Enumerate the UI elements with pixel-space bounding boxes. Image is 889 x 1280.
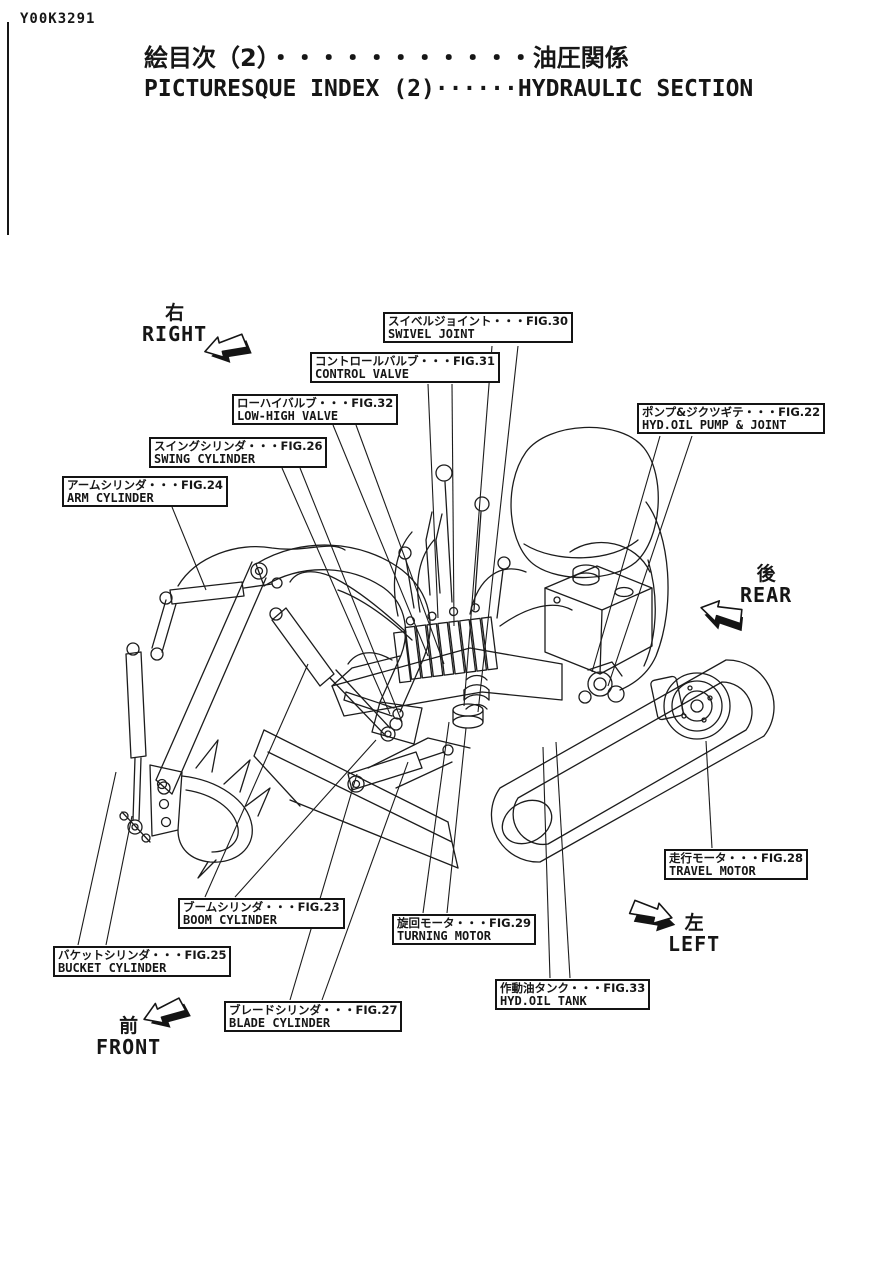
direction-left-jp: 左 [684, 912, 704, 934]
right-arrow-icon [204, 333, 252, 363]
direction-front-jp: 前 [119, 1015, 139, 1037]
callout-swing-cylinder-en: SWING CYLINDER [154, 452, 256, 466]
leader-control-valve [427, 383, 455, 627]
hydraulic-hoses [289, 531, 651, 665]
direction-left: 左 LEFT [668, 913, 720, 955]
callout-hyd-oil-pump-joint-en: HYD.OIL PUMP & JOINT [642, 418, 787, 432]
callout-travel-motor: 走行モータ・・・FIG.28 TRAVEL MOTOR [664, 849, 808, 880]
callout-hyd-oil-pump-joint: ポンプ&ジクツギテ・・・FIG.22 HYD.OIL PUMP & JOINT [637, 403, 826, 434]
callout-swivel-joint-en: SWIVEL JOINT [388, 327, 475, 341]
document-code: Y00K3291 [20, 11, 96, 27]
callout-arm-cylinder: アームシリンダ・・・FIG.24 ARM CYLINDER [62, 476, 228, 507]
callout-boom-cylinder-en: BOOM CYLINDER [183, 913, 277, 927]
callout-bucket-cylinder: バケットシリンダ・・・FIG.25 BUCKET CYLINDER [53, 946, 232, 977]
rear-arrow-icon [700, 600, 744, 632]
callout-bucket-cylinder-en: BUCKET CYLINDER [58, 961, 167, 975]
boom-cylinder-part [269, 607, 396, 742]
direction-right-jp: 右 [165, 302, 185, 324]
callout-blade-cylinder-jp: ブレードシリンダ・・・FIG.27 [229, 1003, 398, 1017]
callout-low-high-valve-en: LOW-HIGH VALVE [237, 409, 339, 423]
page-title-japanese: 絵目次（2）・・・・・・・・・・・油圧関係 [144, 44, 629, 72]
callout-hyd-oil-pump-joint-jp: ポンプ&ジクツギテ・・・FIG.22 [642, 405, 821, 419]
callout-swing-cylinder-jp: スイングシリンダ・・・FIG.26 [154, 439, 323, 453]
leader-swing-cylinder [281, 467, 403, 723]
leader-arm-cylinder [171, 506, 207, 591]
control-levers [398, 464, 511, 619]
leader-boom-cylinder [204, 663, 377, 898]
callout-blade-cylinder-en: BLADE CYLINDER [229, 1016, 331, 1030]
leader-lines [77, 345, 713, 1001]
callout-boom-cylinder: ブームシリンダ・・・FIG.23 BOOM CYLINDER [178, 898, 345, 929]
callout-low-high-valve: ローハイバルブ・・・FIG.32 LOW-HIGH VALVE [232, 394, 399, 425]
callout-control-valve: コントロールバルブ・・・FIG.31 CONTROL VALVE [310, 352, 500, 383]
callout-bucket-cylinder-jp: バケットシリンダ・・・FIG.25 [58, 948, 227, 962]
callout-control-valve-jp: コントロールバルブ・・・FIG.31 [315, 354, 495, 368]
excavator-drawing [119, 426, 775, 879]
callout-turning-motor-en: TURNING MOTOR [397, 929, 491, 943]
bucket-cylinder-part [119, 599, 177, 843]
callout-low-high-valve-jp: ローハイバルブ・・・FIG.32 [237, 396, 394, 410]
direction-rear: 後 REAR [740, 564, 792, 606]
arm [155, 561, 268, 795]
callout-blade-cylinder: ブレードシリンダ・・・FIG.27 BLADE CYLINDER [224, 1001, 403, 1032]
travel-motor-part [650, 672, 731, 740]
callout-arm-cylinder-jp: アームシリンダ・・・FIG.24 [67, 478, 223, 492]
callout-travel-motor-jp: 走行モータ・・・FIG.28 [669, 851, 803, 865]
leader-hyd-oil-tank [542, 741, 571, 979]
callout-swivel-joint: スイベルジョイント・・・FIG.30 SWIVEL JOINT [383, 312, 573, 343]
callout-turning-motor: 旋回モータ・・・FIG.29 TURNING MOTOR [392, 914, 536, 945]
hydraulic-tank [544, 564, 653, 675]
callout-turning-motor-jp: 旋回モータ・・・FIG.29 [397, 916, 531, 930]
arm-cylinder-part [159, 545, 346, 605]
leader-travel-motor [705, 740, 713, 849]
direction-front: 前 FRONT [96, 1016, 161, 1058]
blade-cylinder-part [347, 744, 454, 793]
leader-swivel-joint [463, 345, 519, 713]
platform [331, 647, 563, 729]
page-title-english: PICTURESQUE INDEX (2)······HYDRAULIC SEC… [144, 76, 754, 102]
leader-turning-motor [422, 721, 467, 914]
direction-arrows [143, 333, 744, 1028]
crawler-track [490, 659, 775, 863]
callout-arm-cylinder-en: ARM CYLINDER [67, 491, 154, 505]
bucket [149, 739, 271, 879]
control-valve-manifold [393, 603, 499, 710]
direction-rear-en: REAR [740, 583, 793, 607]
callout-travel-motor-en: TRAVEL MOTOR [669, 864, 756, 878]
callout-swivel-joint-jp: スイベルジョイント・・・FIG.30 [388, 314, 568, 328]
callout-hyd-oil-tank-en: HYD.OIL TANK [500, 994, 587, 1008]
direction-front-en: FRONT [96, 1035, 162, 1059]
callout-hyd-oil-tank-jp: 作動油タンク・・・FIG.33 [500, 981, 646, 995]
callout-boom-cylinder-jp: ブームシリンダ・・・FIG.23 [183, 900, 340, 914]
direction-right-en: RIGHT [142, 322, 208, 346]
callout-hyd-oil-tank: 作動油タンク・・・FIG.33 HYD.OIL TANK [495, 979, 651, 1010]
leader-blade-cylinder [289, 761, 409, 1001]
seat [510, 426, 659, 579]
direction-rear-jp: 後 [756, 563, 776, 585]
left-arrow-icon [628, 899, 676, 932]
pump-and-joint [578, 661, 625, 704]
blade [253, 729, 471, 869]
leader-pump-joint [591, 435, 693, 687]
leader-bucket-cylinder [77, 771, 133, 946]
page-title: 絵目次（2）・・・・・・・・・・・油圧関係 PICTURESQUE INDEX … [144, 42, 753, 104]
leader-low-high-valve [332, 424, 445, 665]
callout-control-valve-en: CONTROL VALVE [315, 367, 409, 381]
direction-left-en: LEFT [668, 932, 721, 956]
front-arrow-icon [143, 997, 191, 1028]
direction-right: 右 RIGHT [142, 303, 207, 345]
callout-swing-cylinder: スイングシリンダ・・・FIG.26 SWING CYLINDER [149, 437, 328, 468]
